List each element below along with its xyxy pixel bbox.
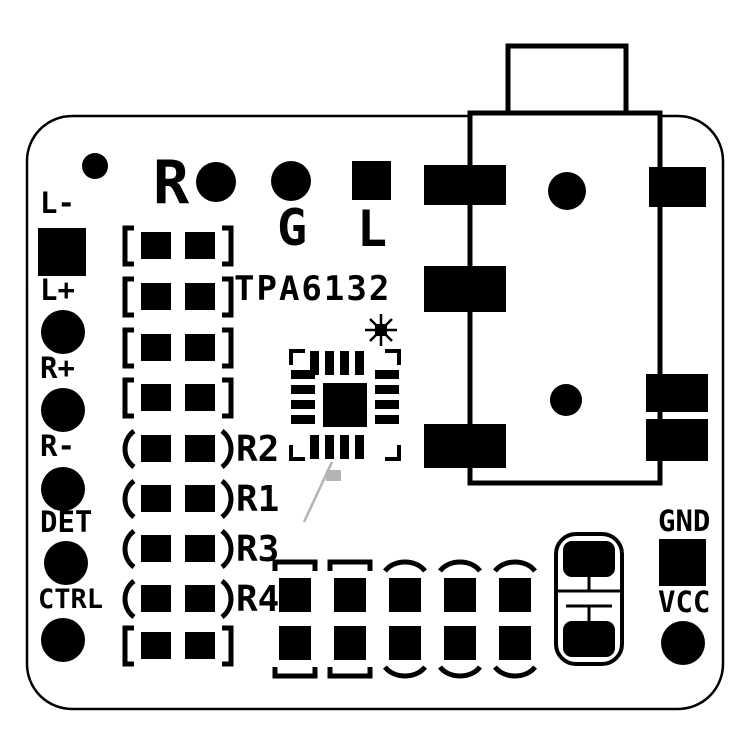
ic-pins-right — [375, 370, 399, 424]
label-r3: R3 — [236, 529, 279, 570]
ic-thermal-pad — [323, 383, 367, 427]
ic-pins-bottom — [310, 435, 364, 459]
cap-symbol-icon — [558, 577, 620, 621]
cap-outline — [554, 532, 624, 666]
label-ctrl: CTRL — [38, 584, 103, 615]
label-channel-g: G — [277, 199, 307, 257]
label-r1: R1 — [236, 479, 279, 520]
pad-ctrl — [41, 618, 85, 662]
label-det: DET — [40, 505, 92, 539]
ic-courtyard-bl — [289, 445, 305, 461]
cap-pad-bottom — [563, 621, 615, 657]
jack-pad-right-1 — [649, 167, 706, 207]
label-l-plus: L+ — [40, 273, 75, 307]
pad-r-minus — [41, 467, 85, 511]
jack-hole-top — [548, 172, 586, 210]
label-l-minus: L- — [40, 186, 75, 220]
jack-tab — [505, 43, 629, 119]
left-header: L- L+ R+ R- DET CTRL — [38, 186, 103, 662]
ic-pins-left — [291, 370, 315, 424]
label-channel-r: R — [153, 148, 190, 218]
label-r2: R2 — [236, 429, 279, 470]
ic-courtyard-tl — [289, 349, 305, 365]
cap-pad-top — [563, 541, 615, 577]
jack-pad-right-3 — [646, 419, 708, 461]
paste-dot — [326, 470, 341, 481]
label-r-minus: R- — [40, 429, 75, 463]
g-channel-pad — [271, 161, 311, 201]
pad-r-plus — [41, 388, 85, 432]
ic-courtyard-tr — [385, 349, 401, 365]
l-channel-pad — [352, 161, 391, 200]
label-r4: R4 — [236, 579, 279, 620]
gnd-pad — [659, 539, 706, 586]
pad-l-minus — [38, 228, 86, 276]
label-r-plus: R+ — [40, 351, 75, 385]
resistor-column: R2 R1 R3 R4 — [125, 228, 279, 664]
jack-connector — [424, 43, 708, 486]
corner-hole — [82, 153, 108, 179]
ic-footprint — [289, 314, 401, 523]
label-channel-l: L — [357, 200, 387, 258]
jack-pad-left-1 — [424, 165, 506, 205]
capacitor-footprint — [554, 532, 624, 666]
power-pads: GND VCC — [658, 504, 710, 665]
pad-l-plus — [41, 310, 85, 354]
jack-pad-left-2 — [424, 266, 506, 312]
ic-pins-top — [310, 351, 364, 375]
pin1-marker-icon — [365, 314, 397, 346]
jack-hole-bottom — [550, 384, 582, 416]
ic-courtyard-br — [385, 445, 401, 461]
jack-pad-right-2 — [646, 374, 708, 412]
label-vcc: VCC — [658, 585, 710, 619]
vcc-pad — [661, 621, 705, 665]
label-chip: TPA6132 — [234, 269, 391, 309]
label-gnd: GND — [658, 504, 710, 538]
pad-det — [44, 541, 88, 585]
jack-pad-left-3 — [424, 424, 506, 468]
r-channel-pad — [196, 162, 236, 202]
